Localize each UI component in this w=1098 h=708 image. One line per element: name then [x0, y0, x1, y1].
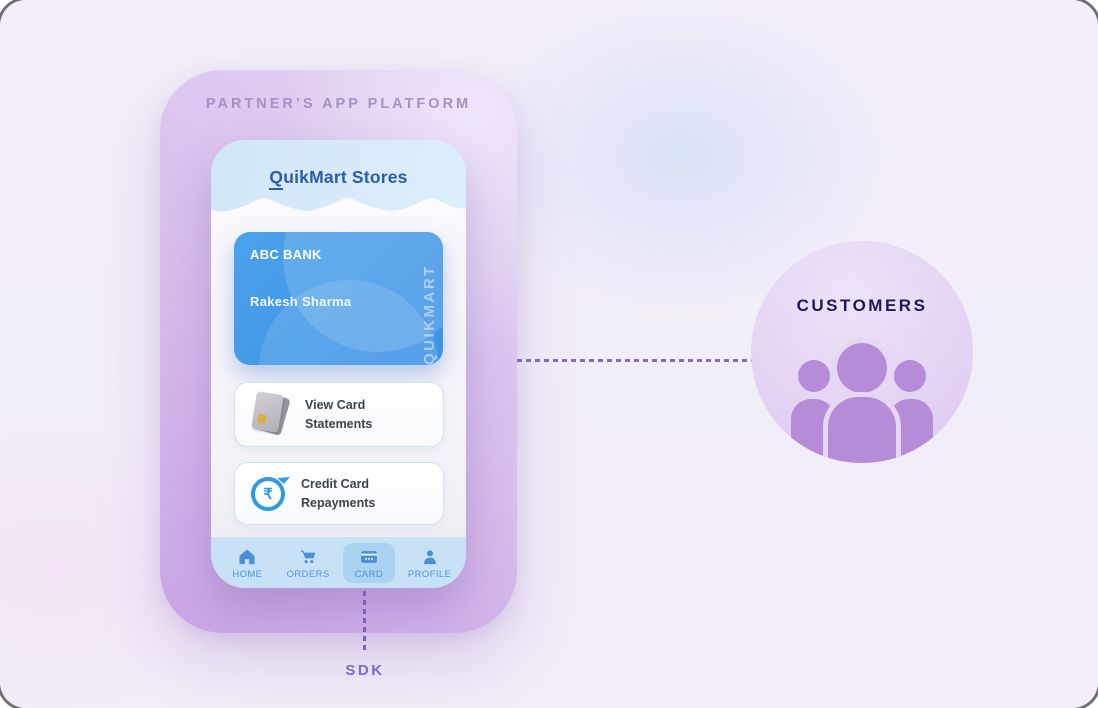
rupee-repayment-icon: ₹: [248, 470, 290, 514]
partner-platform-panel: PARTNER’S APP PLATFORM QuikMart Stores A…: [160, 70, 517, 633]
bank-name: ABC BANK: [250, 247, 322, 262]
nav-item-orders[interactable]: ORDERS: [282, 543, 334, 583]
platform-title: PARTNER’S APP PLATFORM: [205, 96, 472, 112]
bottom-nav-bar: HOME ORDERS: [211, 537, 466, 588]
home-icon: [239, 549, 255, 564]
card-icon: [360, 550, 377, 563]
card-holder-name: Rakesh Sharma: [250, 294, 352, 309]
rupee-symbol: ₹: [263, 485, 273, 503]
nav-item-profile[interactable]: PROFILE: [404, 543, 456, 583]
cart-icon: [300, 550, 316, 563]
customers-label: CUSTOMERS: [796, 296, 928, 315]
action-label: View Card Statements: [305, 397, 373, 431]
sdk-label: SDK: [345, 662, 385, 679]
phone-mockup: QuikMart Stores ABC BANK Rakesh Sharma Q…: [211, 140, 466, 588]
phone-to-customers-connector: [517, 359, 752, 362]
credit-card-repayments-button[interactable]: ₹ Credit Card Repayments: [234, 462, 444, 525]
nav-item-card[interactable]: CARD: [342, 542, 395, 583]
action-label: Credit Card Repayments: [301, 476, 376, 510]
card-brand-vertical: QUIKMART: [421, 264, 438, 365]
wave-divider: [211, 197, 466, 216]
customers-circle: CUSTOMERS: [751, 241, 973, 463]
card-statements-icon: [248, 390, 292, 440]
nav-label: ORDERS: [286, 568, 330, 580]
nav-label: PROFILE: [407, 568, 452, 580]
nav-label: HOME: [232, 568, 263, 580]
profile-icon: [423, 549, 436, 564]
view-card-statements-button[interactable]: View Card Statements: [234, 382, 444, 447]
app-title: QuikMart Stores: [211, 167, 466, 190]
sdk-connector: [363, 591, 366, 652]
nav-item-home[interactable]: HOME: [221, 543, 273, 583]
bank-card[interactable]: ABC BANK Rakesh Sharma QUIKMART: [234, 232, 443, 365]
nav-label: CARD: [354, 568, 384, 580]
